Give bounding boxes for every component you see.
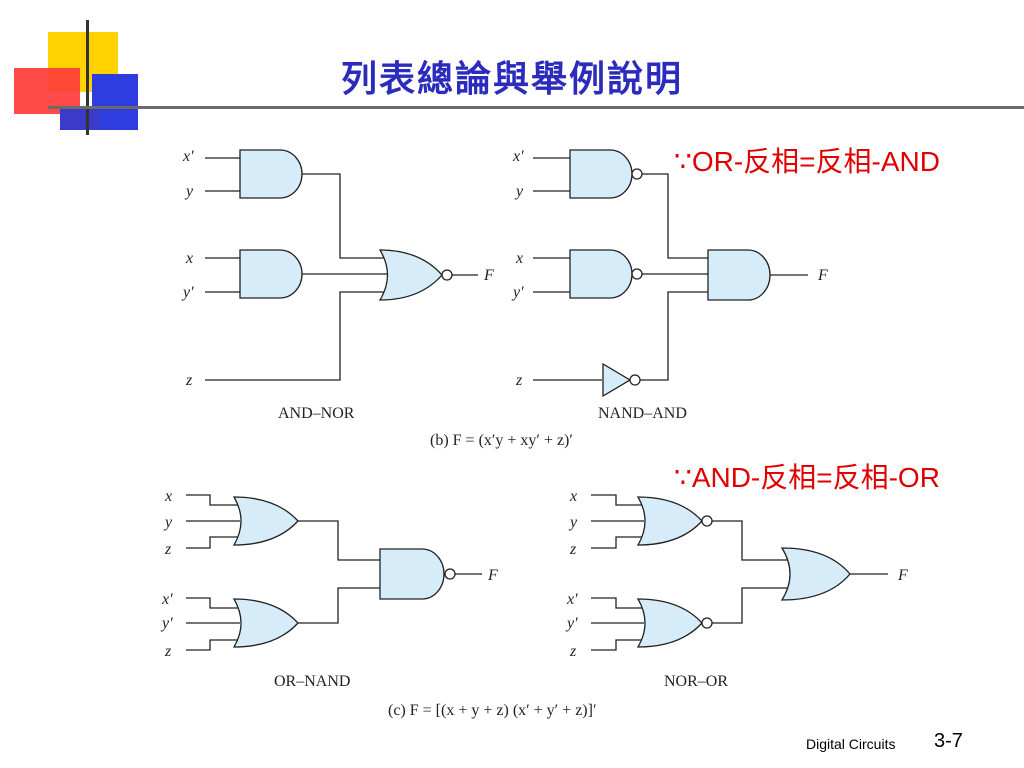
input-label: z <box>164 541 172 558</box>
inversion-bubble <box>631 268 643 280</box>
nand-gate <box>569 249 633 299</box>
or-gate <box>232 598 299 648</box>
formula-b: (b) F = (x′y + xy′ + z)′ <box>430 432 573 449</box>
input-label: x′ <box>161 591 173 608</box>
deco-vertical-line <box>86 20 89 135</box>
input-label: z <box>164 643 172 660</box>
input-label: x′ <box>566 591 578 608</box>
input-label: z <box>185 372 193 389</box>
input-label: x <box>569 488 577 505</box>
wire <box>533 157 602 381</box>
input-label: y <box>514 183 524 200</box>
nor-or-circuit: x y z x′ y′ z F NOR–OR <box>565 488 908 690</box>
wire <box>591 494 644 651</box>
input-label: x′ <box>512 148 524 165</box>
input-label: y′ <box>160 615 173 632</box>
note-or-and: ∵OR-反相=反相-AND <box>674 146 940 177</box>
input-label: x′ <box>182 148 194 165</box>
wire <box>712 520 788 624</box>
nor-gate <box>378 249 443 301</box>
input-label: z <box>569 643 577 660</box>
output-label: F <box>483 267 494 284</box>
wire <box>640 173 708 381</box>
nand-gate <box>569 149 633 199</box>
inversion-bubble <box>441 269 453 281</box>
or-nand-circuit: x y z x′ y′ z F OR–NAND <box>160 488 498 690</box>
nand-and-circuit: x′ y x y′ z F NAND–AND <box>511 148 828 422</box>
circuit-caption: NAND–AND <box>598 405 687 422</box>
input-label: y′ <box>511 284 524 301</box>
title-rule <box>48 106 1024 109</box>
wire <box>302 173 388 275</box>
input-label: y <box>184 183 194 200</box>
footer-page-number: 3-7 <box>934 730 963 752</box>
inversion-bubble <box>701 515 713 527</box>
circuit-caption: NOR–OR <box>664 673 728 690</box>
not-gate <box>602 362 632 398</box>
nor-gate <box>636 598 703 648</box>
input-label: z <box>569 541 577 558</box>
and-gate <box>707 249 771 301</box>
inversion-bubble <box>444 568 456 580</box>
or-gate <box>232 496 299 546</box>
and-gate <box>239 149 303 199</box>
footer-course-name: Digital Circuits <box>806 736 896 752</box>
input-label: x <box>164 488 172 505</box>
output-label: F <box>897 567 908 584</box>
input-label: z <box>515 372 523 389</box>
circuit-caption: OR–NAND <box>274 673 350 690</box>
wire <box>186 494 240 651</box>
deco-blue-square-dark <box>60 108 100 130</box>
input-label: x <box>185 250 193 267</box>
output-label: F <box>817 267 828 284</box>
nor-gate <box>636 496 703 546</box>
slide-title: 列表總論與舉例說明 <box>340 58 683 100</box>
input-label: y <box>163 514 173 531</box>
wire <box>298 520 380 624</box>
note-and-or: ∵AND-反相=反相-OR <box>674 462 940 493</box>
circuit-caption: AND–NOR <box>278 405 355 422</box>
input-label: y′ <box>565 615 578 632</box>
and-nor-circuit: x′ y x y′ z F AND–NOR <box>181 148 494 422</box>
input-label: y <box>568 514 578 531</box>
inversion-bubble <box>629 374 641 386</box>
inversion-bubble <box>701 617 713 629</box>
or-gate <box>780 547 851 601</box>
input-label: y′ <box>181 284 194 301</box>
nand-gate <box>379 548 445 600</box>
and-gate <box>239 249 303 299</box>
input-label: x <box>515 250 523 267</box>
wire <box>205 157 384 381</box>
formula-c: (c) F = [(x + y + z) (x′ + y′ + z)]′ <box>388 702 596 719</box>
inversion-bubble <box>631 168 643 180</box>
output-label: F <box>487 567 498 584</box>
